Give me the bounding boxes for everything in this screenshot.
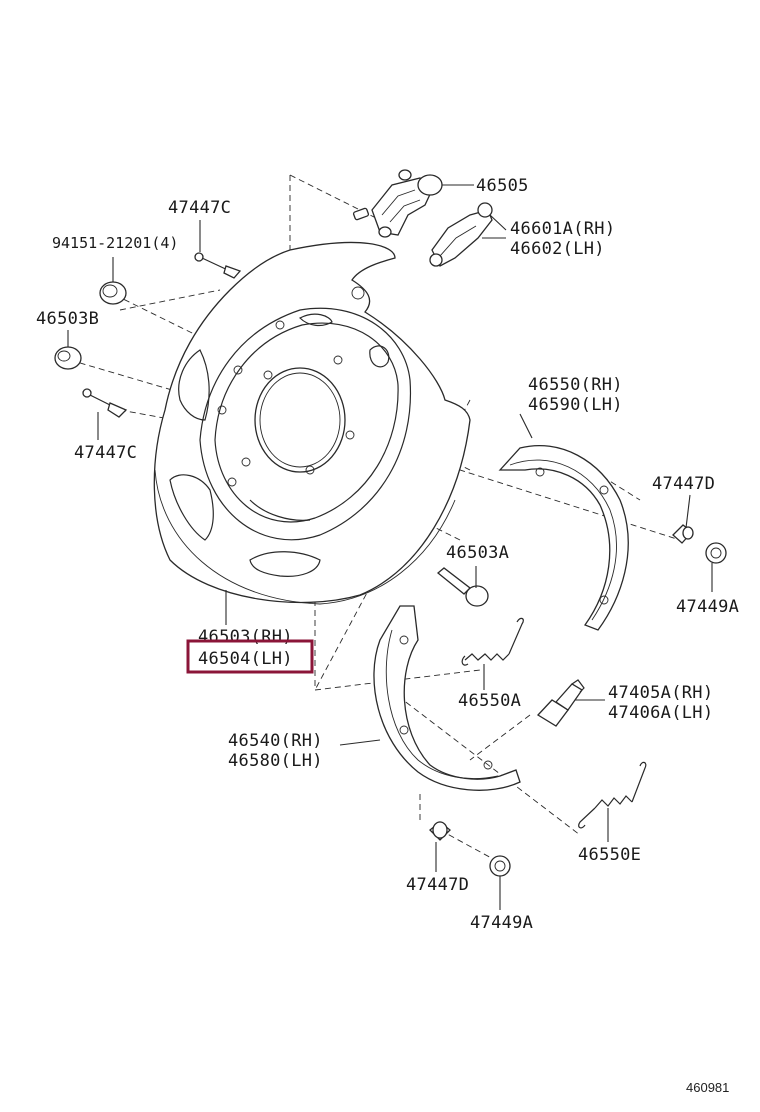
- label-47449a-bottom[interactable]: 47449A: [470, 913, 533, 933]
- spring-46550a: [461, 617, 524, 666]
- label-46540-rh[interactable]: 46540(RH): [228, 731, 323, 751]
- adjuster-47405a: [536, 679, 585, 727]
- label-46590-lh[interactable]: 46590(LH): [528, 395, 623, 415]
- cup-47449a-right: [705, 542, 727, 564]
- part-labels: 46505 46601A(RH) 46602(LH) 47447C 94151-…: [36, 176, 739, 1095]
- grommet-46503b: [54, 346, 82, 370]
- nut-94151: [99, 281, 127, 305]
- label-46504-lh[interactable]: 46504(LH): [198, 649, 293, 669]
- label-46503b[interactable]: 46503B: [36, 309, 99, 329]
- label-46503a[interactable]: 46503A: [446, 543, 509, 563]
- label-47447d-bottom[interactable]: 47447D: [406, 875, 469, 895]
- label-46601a-rh[interactable]: 46601A(RH): [510, 219, 615, 239]
- label-94151[interactable]: 94151-21201(4): [52, 234, 178, 252]
- label-46550a[interactable]: 46550A: [458, 691, 521, 711]
- backing-plate: [153, 241, 471, 605]
- label-46503-rh[interactable]: 46503(RH): [198, 627, 293, 647]
- highlight-box-46504: [186, 639, 314, 674]
- label-47406a-lh[interactable]: 47406A(LH): [608, 703, 713, 723]
- label-47447d-right[interactable]: 47447D: [652, 474, 715, 494]
- pin-47447d-right: [672, 524, 694, 544]
- label-47447c-left[interactable]: 47447C: [74, 443, 137, 463]
- label-47449a-right[interactable]: 47449A: [676, 597, 739, 617]
- cup-47449a-bottom: [489, 855, 511, 877]
- label-46505[interactable]: 46505: [476, 176, 529, 196]
- pin-47447c-left: [82, 388, 128, 418]
- label-47447c-top[interactable]: 47447C: [168, 198, 231, 218]
- leader-lines: [67, 184, 713, 910]
- parking-brake-lever-46505: [352, 169, 443, 238]
- diagram-reference-number: 460981: [686, 1080, 729, 1095]
- cable-46601a: [429, 202, 493, 267]
- bolt-46503a: [436, 567, 489, 607]
- brake-shoe-46540: [373, 605, 521, 791]
- label-46580-lh[interactable]: 46580(LH): [228, 751, 323, 771]
- label-47405a-rh[interactable]: 47405A(RH): [608, 683, 713, 703]
- pin-47447d-bottom: [429, 821, 451, 841]
- label-46550e[interactable]: 46550E: [578, 845, 641, 865]
- label-46602-lh[interactable]: 46602(LH): [510, 239, 605, 259]
- pin-47447c-top: [194, 252, 242, 279]
- spring-46550e: [578, 761, 647, 829]
- brake-shoe-46550: [498, 444, 629, 631]
- label-46550-rh[interactable]: 46550(RH): [528, 375, 623, 395]
